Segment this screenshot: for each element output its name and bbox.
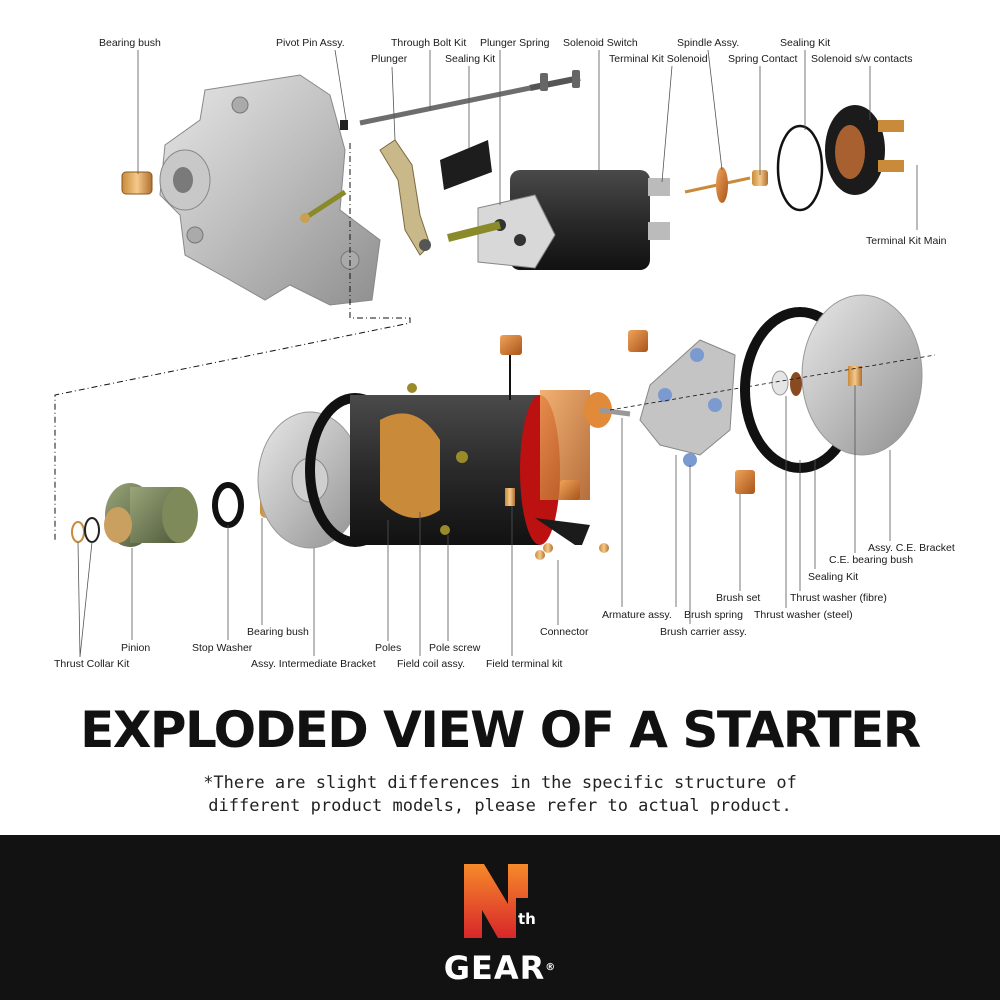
through-bolt-part — [359, 70, 581, 126]
label-brush-carrier-assy: Brush carrier assy. — [660, 626, 747, 638]
brand-wordmark: GEAR® — [400, 950, 600, 986]
disclaimer-note: *There are slight differences in the spe… — [150, 772, 850, 818]
stop-washer-part — [212, 482, 244, 528]
brand-logo-icon: N th — [458, 858, 536, 938]
label-poles: Poles — [375, 642, 401, 654]
label-plunger-spring: Plunger Spring — [480, 37, 550, 49]
connector-part — [535, 518, 609, 560]
label-thrust-collar-kit: Thrust Collar Kit — [54, 658, 129, 670]
brand-logo-superscript: th — [518, 910, 536, 928]
label-bearing-bush-bottom: Bearing bush — [247, 626, 309, 638]
label-through-bolt-kit: Through Bolt Kit — [391, 37, 466, 49]
field-terminal-part — [500, 335, 522, 506]
label-pinion: Pinion — [121, 642, 150, 654]
disclaimer-line-1: *There are slight differences in the spe… — [203, 773, 797, 793]
solenoid-switch-part — [447, 170, 670, 270]
label-thrust-washer-steel: Thrust washer (steel) — [754, 609, 853, 621]
label-brush-set: Brush set — [716, 592, 760, 604]
label-solenoid-switch: Solenoid Switch — [563, 37, 638, 49]
brush-set-part — [560, 330, 755, 500]
label-field-terminal-kit: Field terminal kit — [486, 658, 563, 670]
label-pivot-pin-assy: Pivot Pin Assy. — [276, 37, 345, 49]
sealing-ring-part — [776, 124, 824, 212]
label-spindle-assy: Spindle Assy. — [677, 37, 739, 49]
pivot-pin-part — [300, 120, 348, 223]
starter-exploded-diagram: Bearing bush Pivot Pin Assy. Through Bol… — [54, 37, 955, 670]
brand-wordmark-text: GEAR — [443, 949, 546, 987]
label-pole-screw: Pole screw — [429, 642, 481, 654]
disclaimer-line-2: different product models, please refer t… — [208, 796, 792, 816]
ce-bracket-part — [740, 294, 923, 473]
label-sealing-kit-bottom: Sealing Kit — [808, 571, 858, 583]
plunger-lever-part — [379, 139, 431, 256]
page-title: EXPLODED VIEW OF A STARTER — [80, 701, 921, 759]
label-connector: Connector — [540, 626, 589, 638]
label-thrust-washer-fibre: Thrust washer (fibre) — [790, 592, 887, 604]
armature-part — [540, 390, 631, 500]
registered-mark: ® — [545, 962, 557, 973]
solenoid-contacts-part — [825, 105, 904, 195]
label-solenoid-sw-contacts: Solenoid s/w contacts — [811, 53, 913, 65]
label-spring-contact: Spring Contact — [728, 53, 798, 65]
axis-line — [609, 354, 936, 411]
label-terminal-kit-main: Terminal Kit Main — [866, 235, 947, 247]
label-field-coil-assy: Field coil assy. — [397, 658, 465, 670]
label-ce-bearing-bush: C.E. bearing bush — [829, 554, 913, 566]
sealing-kit-top-part — [440, 140, 492, 190]
label-assy-intermediate-bracket: Assy. Intermediate Bracket — [251, 658, 376, 670]
pinion-part — [104, 483, 198, 547]
label-sealing-kit-top: Sealing Kit — [445, 53, 495, 65]
thrust-collar-part — [71, 517, 100, 543]
part-labels: Bearing bush Pivot Pin Assy. Through Bol… — [54, 37, 955, 670]
label-plunger: Plunger — [371, 53, 408, 65]
brand-logo-letter: N — [458, 858, 459, 859]
label-armature-assy: Armature assy. — [602, 609, 672, 621]
label-stop-washer: Stop Washer — [192, 642, 253, 654]
brush-carrier-part — [639, 339, 736, 467]
label-terminal-kit-solenoid: Terminal Kit Solenoid — [609, 53, 708, 65]
bearing-bush-top-part — [121, 171, 153, 195]
drive-end-housing — [159, 74, 381, 306]
label-bearing-bush-top: Bearing bush — [99, 37, 161, 49]
leader-lines — [77, 49, 918, 658]
assembly-path-line — [54, 143, 411, 540]
label-assy-ce-bracket: Assy. C.E. Bracket — [868, 542, 955, 554]
spindle-part — [684, 167, 768, 203]
label-brush-spring: Brush spring — [684, 609, 743, 621]
label-sealing-kit-right: Sealing Kit — [780, 37, 830, 49]
